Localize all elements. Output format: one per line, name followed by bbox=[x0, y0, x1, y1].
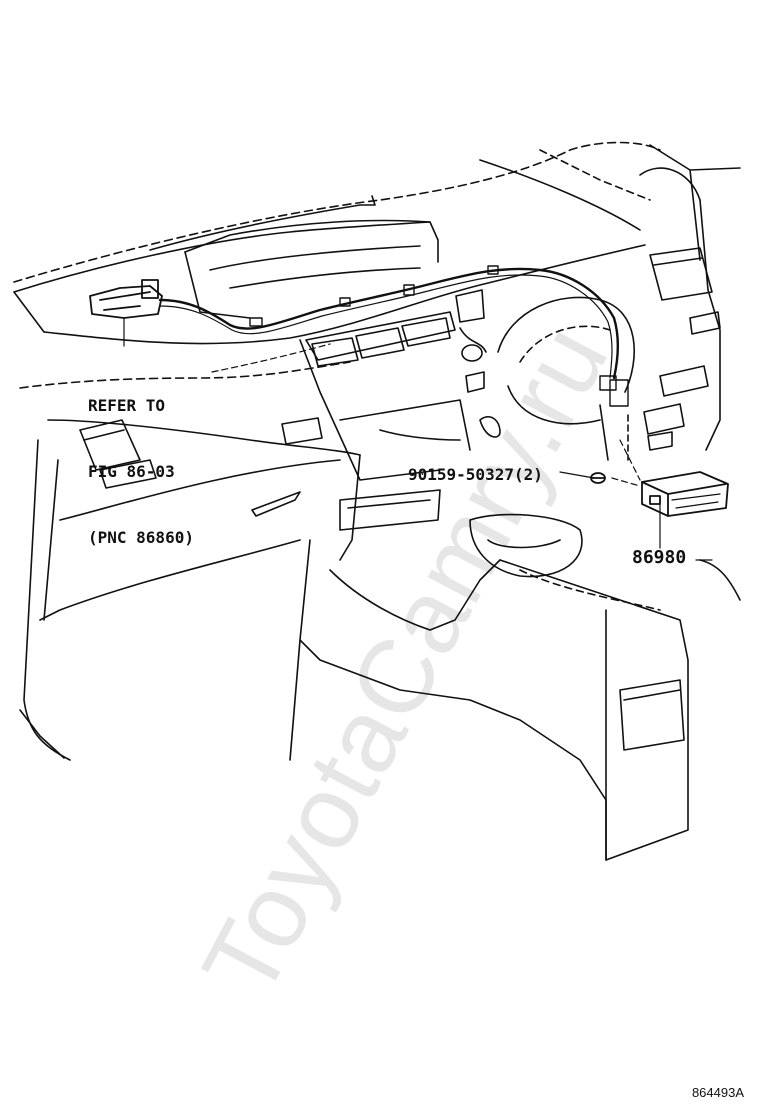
module-part-number: 86980 bbox=[632, 547, 687, 568]
reference-line-3: (PNC 86860) bbox=[88, 528, 194, 547]
reference-line-1: REFER TO bbox=[88, 396, 166, 415]
bolt-90159-50327 bbox=[590, 472, 606, 484]
dash-face bbox=[19, 244, 646, 761]
bolt-part-number: 90159-50327(2) bbox=[408, 465, 543, 484]
right-vents bbox=[643, 199, 721, 451]
harness-clips bbox=[249, 265, 629, 407]
airbag-sensor-module-86980 bbox=[641, 471, 729, 517]
airbag-wire-harness bbox=[158, 267, 619, 380]
center-stack bbox=[299, 311, 471, 561]
left-vent bbox=[79, 419, 157, 489]
reference-line-2: FIG 86-03 bbox=[88, 462, 175, 481]
leader-lines bbox=[211, 343, 713, 561]
floor-console bbox=[289, 489, 741, 861]
reference-callout: REFER TO FIG 86-03 (PNC 86860) bbox=[88, 351, 194, 593]
glovebox-handle bbox=[251, 417, 323, 517]
diagram-id: 864493A bbox=[691, 1085, 744, 1100]
meter-area bbox=[455, 289, 635, 461]
dashboard-top-outline bbox=[13, 141, 741, 333]
instrument-hood bbox=[184, 219, 439, 319]
connector-left bbox=[89, 279, 163, 347]
